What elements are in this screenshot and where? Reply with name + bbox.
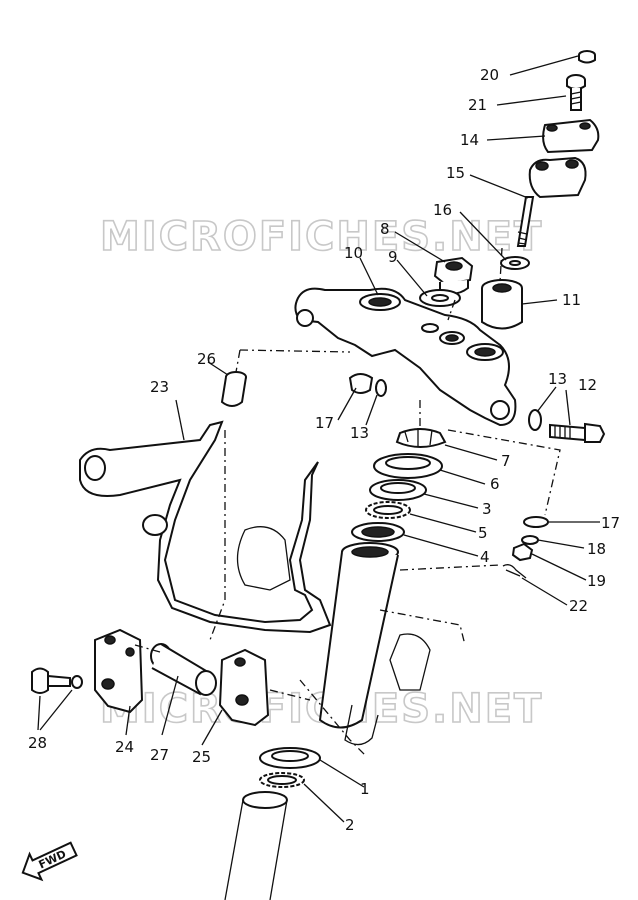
label-13-left: 13	[350, 424, 369, 442]
label-15: 14	[460, 131, 479, 149]
part-20-cotter-pin	[502, 564, 527, 579]
steering-stem-tube	[318, 542, 399, 746]
label-13-right: 13	[548, 370, 567, 388]
part-14-cap-nut	[348, 373, 374, 394]
label-10: 10	[344, 244, 363, 262]
part-12-pinch-bolt	[549, 422, 606, 443]
part-6-washer	[373, 453, 443, 479]
assembly-centerlines	[134, 247, 561, 756]
part-3-ball-race	[369, 479, 427, 501]
label-18: 18	[587, 540, 606, 558]
part-13-washer-left	[375, 379, 387, 397]
label-5: 5	[478, 524, 488, 542]
label-17-top: 16	[433, 201, 452, 219]
label-4: 4	[480, 548, 490, 566]
part-4-dust-seal	[351, 522, 405, 542]
part-labels: 20 21 14 15 16 8 10 9 11 26 13 12 23 17 …	[28, 66, 620, 834]
part-7-ring-nut	[395, 428, 447, 448]
label-14: 17	[315, 414, 334, 432]
label-11: 11	[562, 291, 581, 309]
part-9-washer	[419, 289, 461, 307]
part-25-bracket	[218, 648, 270, 727]
part-21-bolt	[566, 74, 586, 111]
label-17-right: 17	[601, 514, 620, 532]
part-26-collar	[220, 371, 247, 407]
label-26: 26	[197, 350, 216, 368]
part-1-ball-race-lower	[259, 747, 321, 769]
label-25: 25	[192, 748, 211, 766]
part-28-bolt	[31, 667, 83, 694]
part-8-steering-nut	[433, 256, 474, 295]
part-19-nut	[511, 542, 534, 562]
part-24-bracket	[94, 628, 144, 714]
label-23: 23	[150, 378, 169, 396]
label-9: 9	[388, 248, 398, 266]
part-15-handlebar-holder-upper	[542, 118, 600, 154]
label-8: 8	[380, 220, 390, 238]
part-18-washer	[521, 535, 539, 545]
label-24: 24	[115, 738, 134, 756]
label-6: 6	[490, 475, 500, 493]
watermark-top: MICROFICHES.NET	[100, 214, 543, 260]
label-7: 7	[501, 452, 511, 470]
label-27: 27	[150, 746, 169, 764]
part-22-cap	[578, 50, 596, 64]
part-17-washer-top	[500, 256, 530, 270]
label-28: 28	[28, 734, 47, 752]
part-10-upper-bracket	[294, 287, 517, 427]
forward-direction-arrow: FWD	[21, 841, 78, 882]
part-23-frame	[79, 420, 431, 691]
label-19: 19	[587, 572, 606, 590]
part-17-washer-right	[523, 516, 549, 528]
label-21: 21	[468, 96, 487, 114]
label-3: 3	[482, 500, 492, 518]
lower-stem-tube	[224, 791, 288, 900]
label-1: 1	[360, 780, 370, 798]
part-16-handlebar-holder-lower	[516, 156, 587, 247]
part-2-bearing-lower	[259, 772, 305, 788]
leader-lines	[37, 55, 600, 823]
label-22: 20	[480, 66, 499, 84]
label-12: 12	[578, 376, 597, 394]
label-16: 15	[446, 164, 465, 182]
part-13-washer-right	[528, 409, 542, 431]
label-2: 2	[345, 816, 355, 834]
part-11-damper	[481, 279, 523, 330]
label-20: 22	[569, 597, 588, 615]
part-5-bearing-balls	[365, 501, 411, 519]
